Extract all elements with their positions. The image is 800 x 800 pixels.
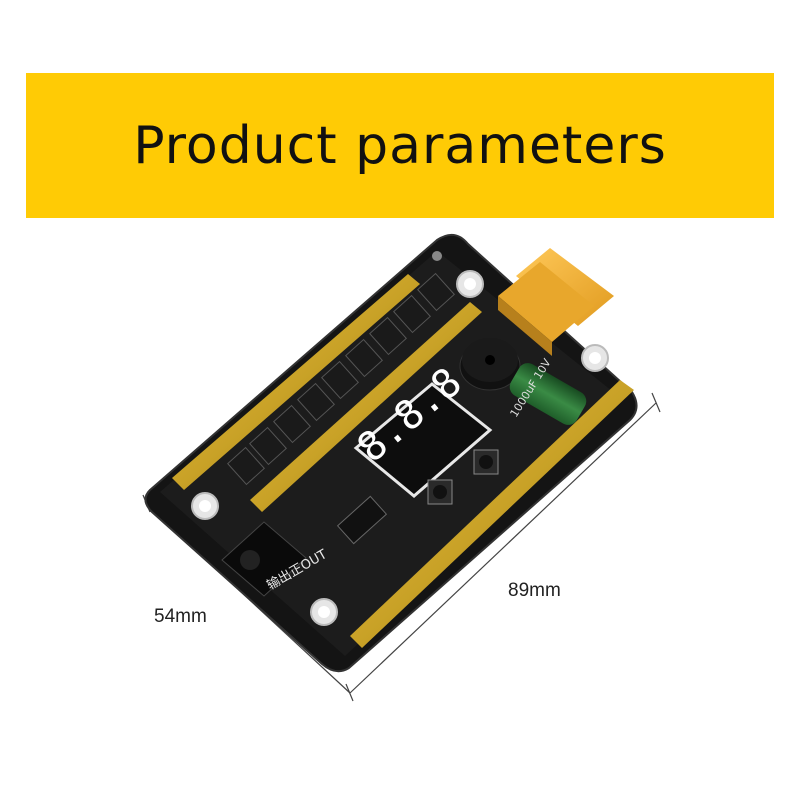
length-dimension-label: 89mm	[508, 580, 561, 601]
buzzer	[459, 338, 521, 391]
dc-jack	[221, 521, 307, 597]
length-dimension-line	[349, 402, 657, 694]
push-buttons	[427, 449, 499, 505]
title-banner: Product parameters	[26, 73, 774, 218]
gold-rails	[172, 274, 634, 648]
banner-title: Product parameters	[133, 115, 667, 176]
rail-right	[350, 380, 634, 648]
rail-middle	[250, 302, 482, 512]
ic-chip	[336, 495, 388, 545]
xt60-connector	[498, 248, 614, 356]
rail-left	[172, 274, 420, 490]
mosfet-row	[227, 272, 455, 486]
mounting-holes	[191, 251, 609, 626]
width-dimension-label: 54mm	[154, 606, 207, 627]
